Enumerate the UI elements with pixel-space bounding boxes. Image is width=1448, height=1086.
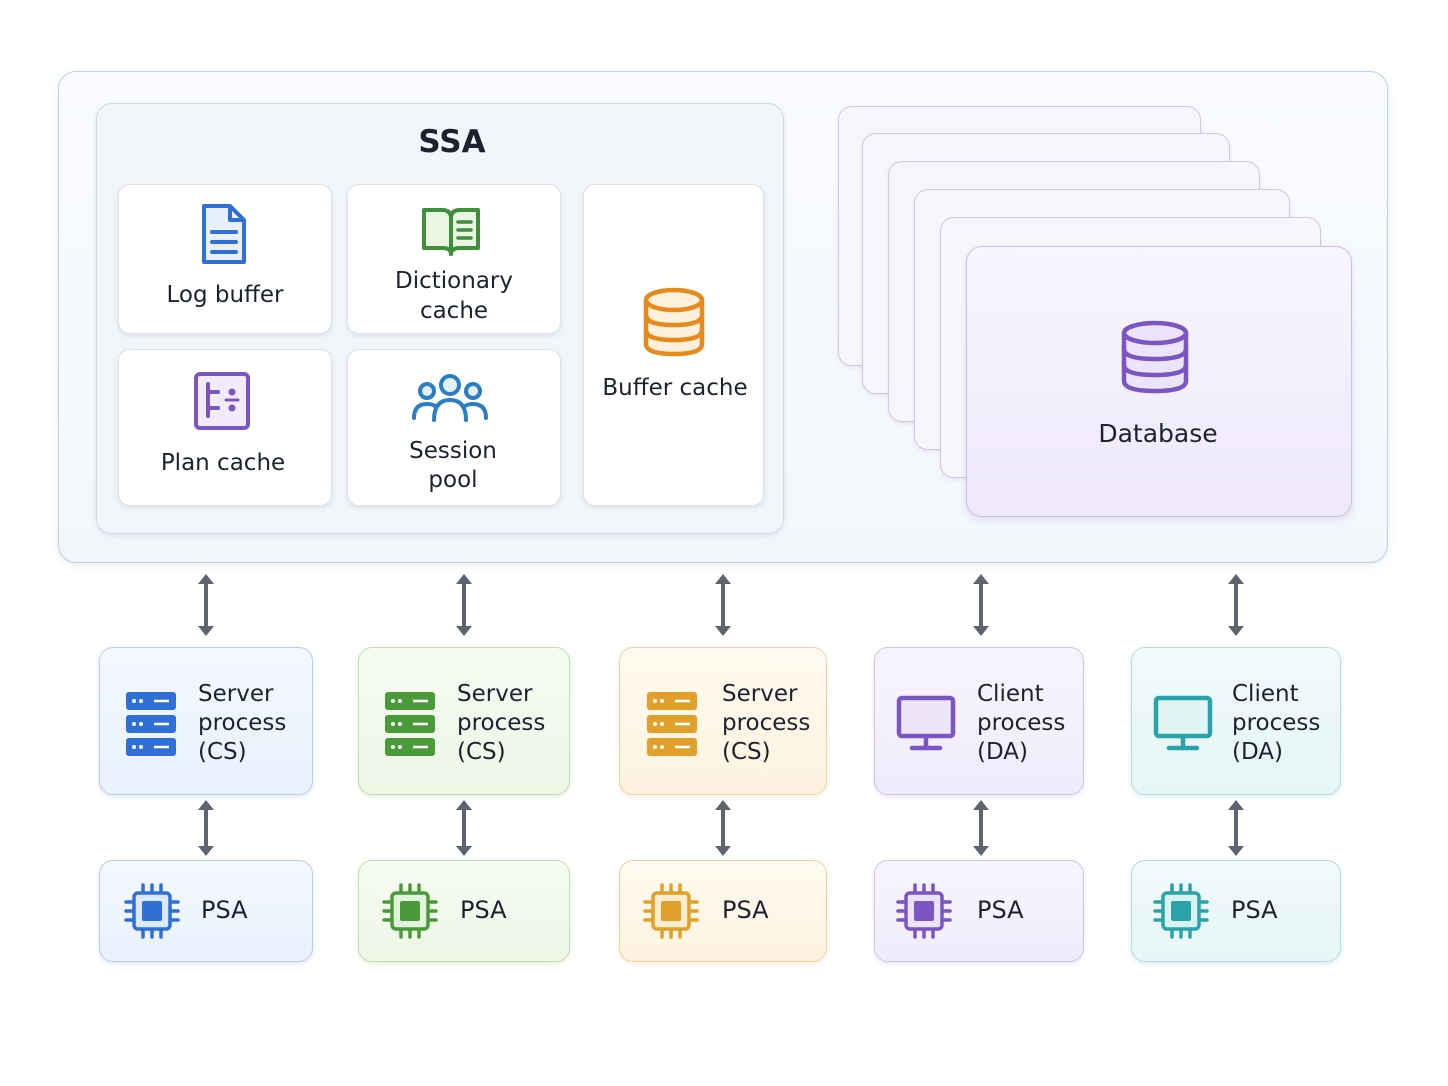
chip-icon [643, 883, 699, 939]
bidirectional-arrow [456, 574, 472, 636]
process-label-line1: Server [198, 681, 274, 707]
process-label-line2: process [977, 710, 1066, 736]
session-pool-label-1: Session [409, 438, 497, 464]
process-label-line3: (CS) [198, 739, 247, 765]
process-label-line2: process [722, 710, 811, 736]
process-label-line3: (CS) [457, 739, 506, 765]
psa-label: PSA [722, 896, 769, 924]
psa-label: PSA [460, 896, 507, 924]
bidirectional-arrow [715, 574, 731, 636]
process-label-line1: Server [722, 681, 798, 707]
process-label-line1: Client [977, 681, 1044, 707]
chip-icon [382, 883, 438, 939]
ssa-title: SSA [418, 124, 486, 160]
monitor-icon [1153, 695, 1213, 751]
process-label-line3: (DA) [1232, 739, 1283, 765]
chip-icon [1153, 883, 1209, 939]
process-label-line2: process [1232, 710, 1321, 736]
document-icon [202, 204, 246, 264]
server-icon [126, 692, 176, 756]
bidirectional-arrow [456, 800, 472, 856]
bidirectional-arrow [973, 800, 989, 856]
book-icon [422, 208, 480, 256]
chip-icon [124, 883, 180, 939]
bidirectional-arrow [198, 574, 214, 636]
session-pool-label-2: pool [428, 467, 478, 493]
dictionary-cache-card [347, 184, 561, 334]
dictionary-cache-label-2: cache [419, 298, 489, 324]
chip-icon [896, 883, 952, 939]
database-icon [1121, 320, 1189, 394]
bidirectional-arrow [1228, 800, 1244, 856]
server-icon [385, 692, 435, 756]
process-label-line1: Client [1232, 681, 1299, 707]
monitor-icon [896, 695, 956, 751]
users-icon [412, 374, 488, 422]
process-label-line1: Server [457, 681, 533, 707]
server-icon [647, 692, 697, 756]
bidirectional-arrow [973, 574, 989, 636]
dictionary-cache-label-1: Dictionary [395, 268, 513, 294]
process-label-line2: process [457, 710, 546, 736]
process-label-line2: process [198, 710, 287, 736]
log-buffer-label: Log buffer [166, 282, 284, 308]
plan-icon [194, 372, 250, 430]
bidirectional-arrow [715, 800, 731, 856]
psa-box-3 [619, 860, 827, 962]
psa-label: PSA [1231, 896, 1278, 924]
database-label: Database [1098, 419, 1218, 448]
psa-label: PSA [977, 896, 1024, 924]
process-label-line3: (DA) [977, 739, 1028, 765]
buffer-cache-label: Buffer cache [602, 375, 748, 401]
bidirectional-arrow [1228, 574, 1244, 636]
bidirectional-arrow [198, 800, 214, 856]
database-icon [643, 287, 705, 357]
plan-cache-label: Plan cache [160, 450, 286, 476]
psa-label: PSA [201, 896, 248, 924]
process-label-line3: (CS) [722, 739, 771, 765]
